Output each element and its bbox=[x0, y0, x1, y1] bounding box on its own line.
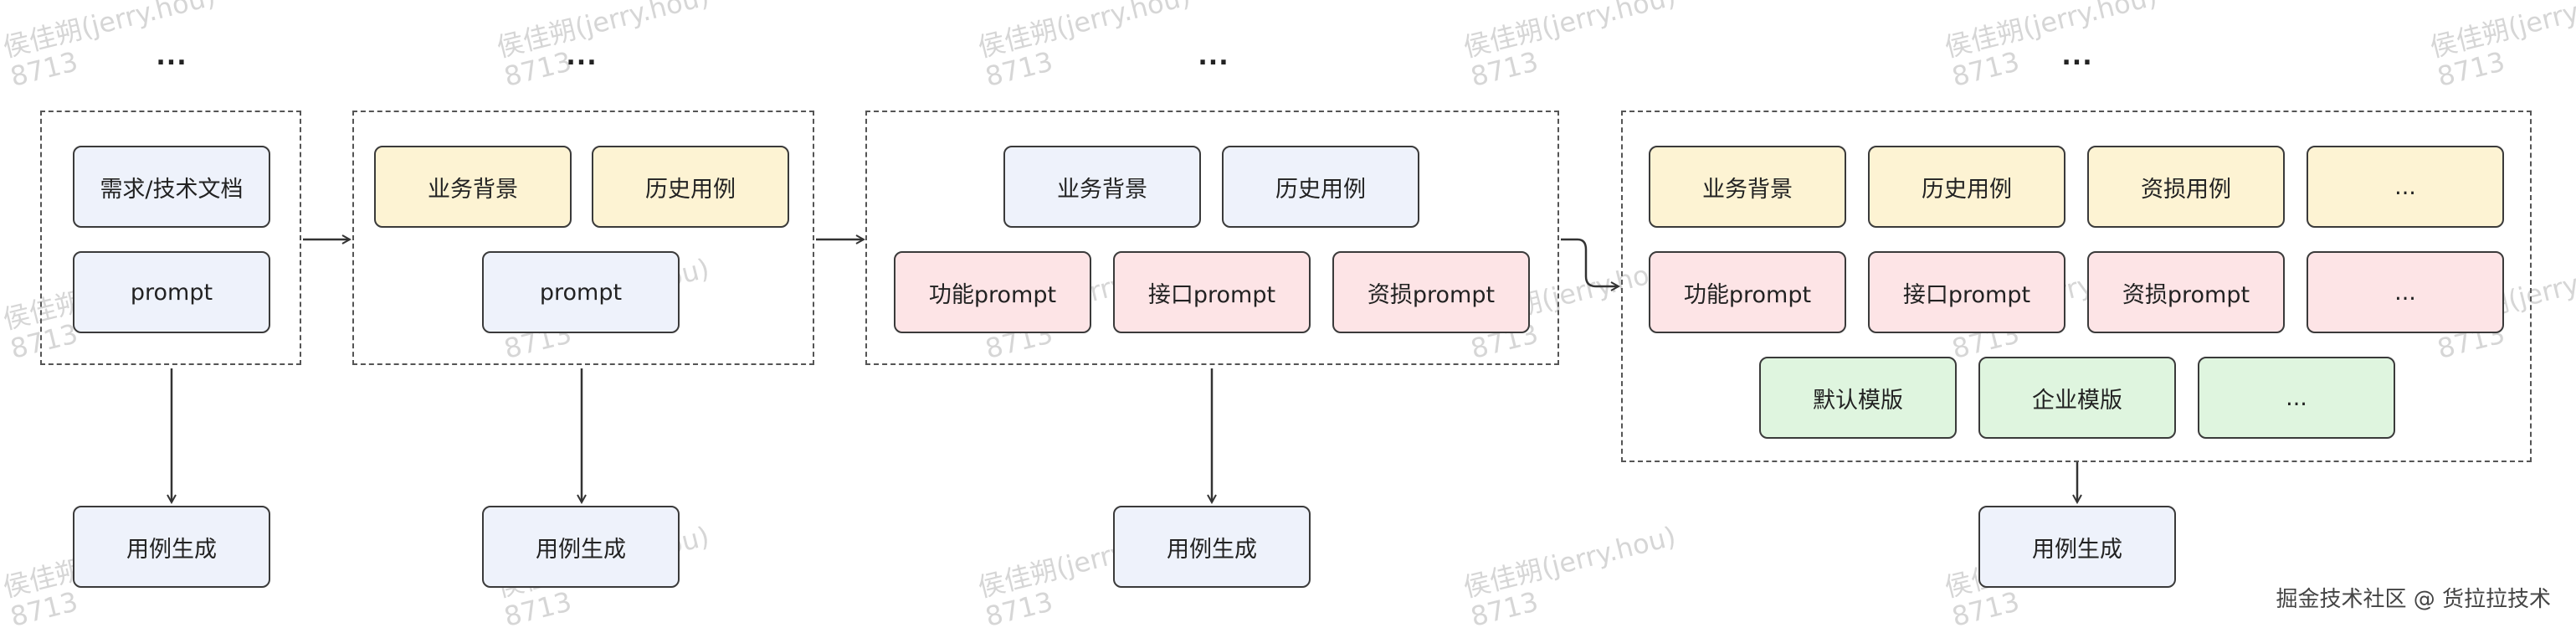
ellipsis-marker: ... bbox=[1198, 42, 1229, 71]
prompt-node: prompt bbox=[482, 251, 680, 333]
more-template-node: ... bbox=[2198, 357, 2395, 439]
loss-prompt-node: 资损prompt bbox=[1332, 251, 1530, 333]
more-prompt-node: ... bbox=[2307, 251, 2504, 333]
ellipsis-marker: ... bbox=[156, 42, 187, 71]
ellipsis-marker: ... bbox=[566, 42, 598, 71]
source-credit: 掘金技术社区 @ 货拉拉技术 bbox=[2276, 587, 2551, 612]
ellipsis-marker: ... bbox=[2061, 42, 2093, 71]
interface-prompt-node: 接口prompt bbox=[1113, 251, 1311, 333]
case-generation-node: 用例生成 bbox=[73, 506, 270, 588]
business-context-node: 业务背景 bbox=[1649, 146, 1846, 228]
stage-3-group bbox=[865, 111, 1559, 365]
stage-1-group bbox=[40, 111, 301, 365]
case-generation-node: 用例生成 bbox=[482, 506, 680, 588]
default-template-node: 默认模版 bbox=[1759, 357, 1957, 439]
historical-cases-node: 历史用例 bbox=[592, 146, 789, 228]
interface-prompt-node: 接口prompt bbox=[1868, 251, 2065, 333]
function-prompt-node: 功能prompt bbox=[1649, 251, 1846, 333]
historical-cases-node: 历史用例 bbox=[1222, 146, 1419, 228]
business-context-node: 业务背景 bbox=[1003, 146, 1201, 228]
case-generation-node: 用例生成 bbox=[1113, 506, 1311, 588]
prompt-node: prompt bbox=[73, 251, 270, 333]
historical-cases-node: 历史用例 bbox=[1868, 146, 2065, 228]
business-context-node: 业务背景 bbox=[374, 146, 572, 228]
loss-prompt-node: 资损prompt bbox=[2087, 251, 2285, 333]
function-prompt-node: 功能prompt bbox=[894, 251, 1091, 333]
stage-2-group bbox=[352, 111, 814, 365]
loss-cases-node: 资损用例 bbox=[2087, 146, 2285, 228]
more-context-node: ... bbox=[2307, 146, 2504, 228]
enterprise-template-node: 企业模版 bbox=[1978, 357, 2176, 439]
stage-4-group bbox=[1621, 111, 2532, 462]
requirement-doc-node: 需求/技术文档 bbox=[73, 146, 270, 228]
case-generation-node: 用例生成 bbox=[1978, 506, 2176, 588]
arrow-stage3-to-stage4 bbox=[1561, 238, 1619, 286]
